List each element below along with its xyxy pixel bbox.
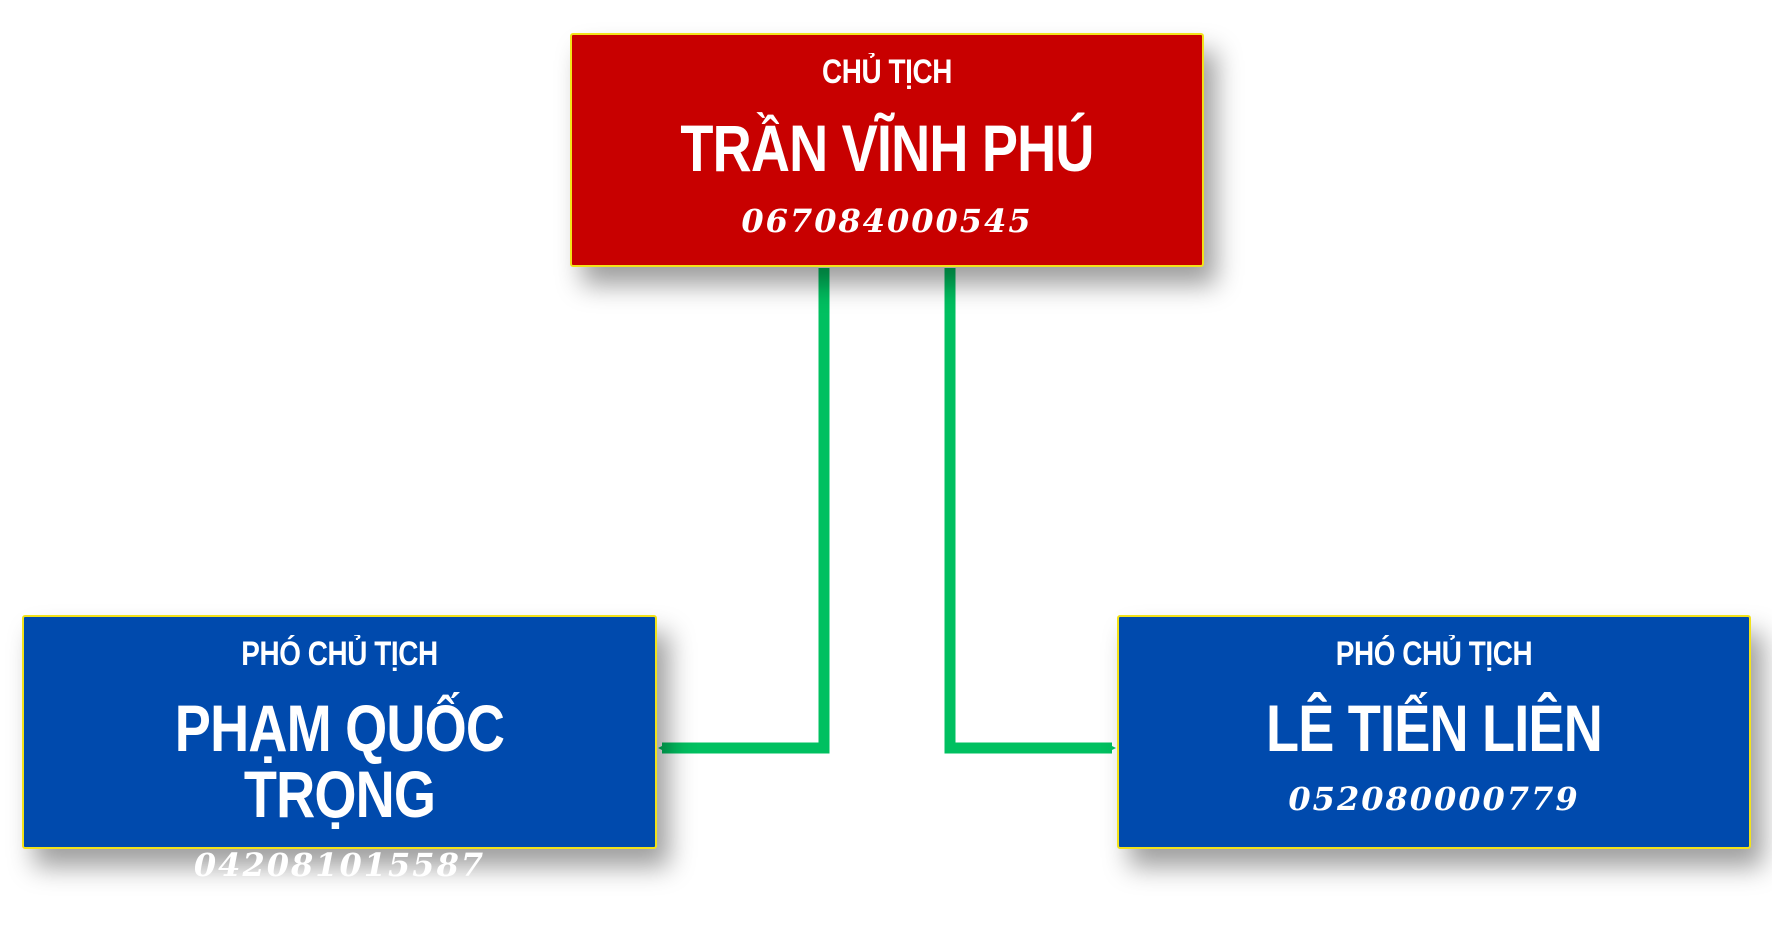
chairman-id: 067084000545: [741, 202, 1033, 240]
connector-right: [944, 268, 1116, 754]
chairman-box: CHỦ TỊCH TRẦN VĨNH PHÚ 067084000545: [570, 33, 1204, 267]
vice-chairman-name: PHẠM QUỐC TRỌNG: [174, 691, 505, 831]
vice-chairman-id: 052080000779: [1288, 780, 1580, 818]
chairman-role: CHỦ TỊCH: [822, 53, 952, 91]
chairman-name: TRẦN VĨNH PHÚ: [680, 111, 1094, 185]
connector-left: [658, 268, 830, 754]
vice-chairman-role: PHÓ CHỦ TỊCH: [1335, 635, 1533, 673]
vice-chairman-id: 042081015587: [193, 846, 486, 884]
vice-chairman-name: LÊ TIẾN LIÊN: [1266, 691, 1603, 765]
vice-chairman-box-left: PHÓ CHỦ TỊCH PHẠM QUỐC TRỌNG 04208101558…: [22, 615, 657, 881]
vice-chairman-box-right: PHÓ CHỦ TỊCH LÊ TIẾN LIÊN 052080000779: [1117, 615, 1751, 849]
vice-chairman-role: PHÓ CHỦ TỊCH: [241, 635, 438, 673]
